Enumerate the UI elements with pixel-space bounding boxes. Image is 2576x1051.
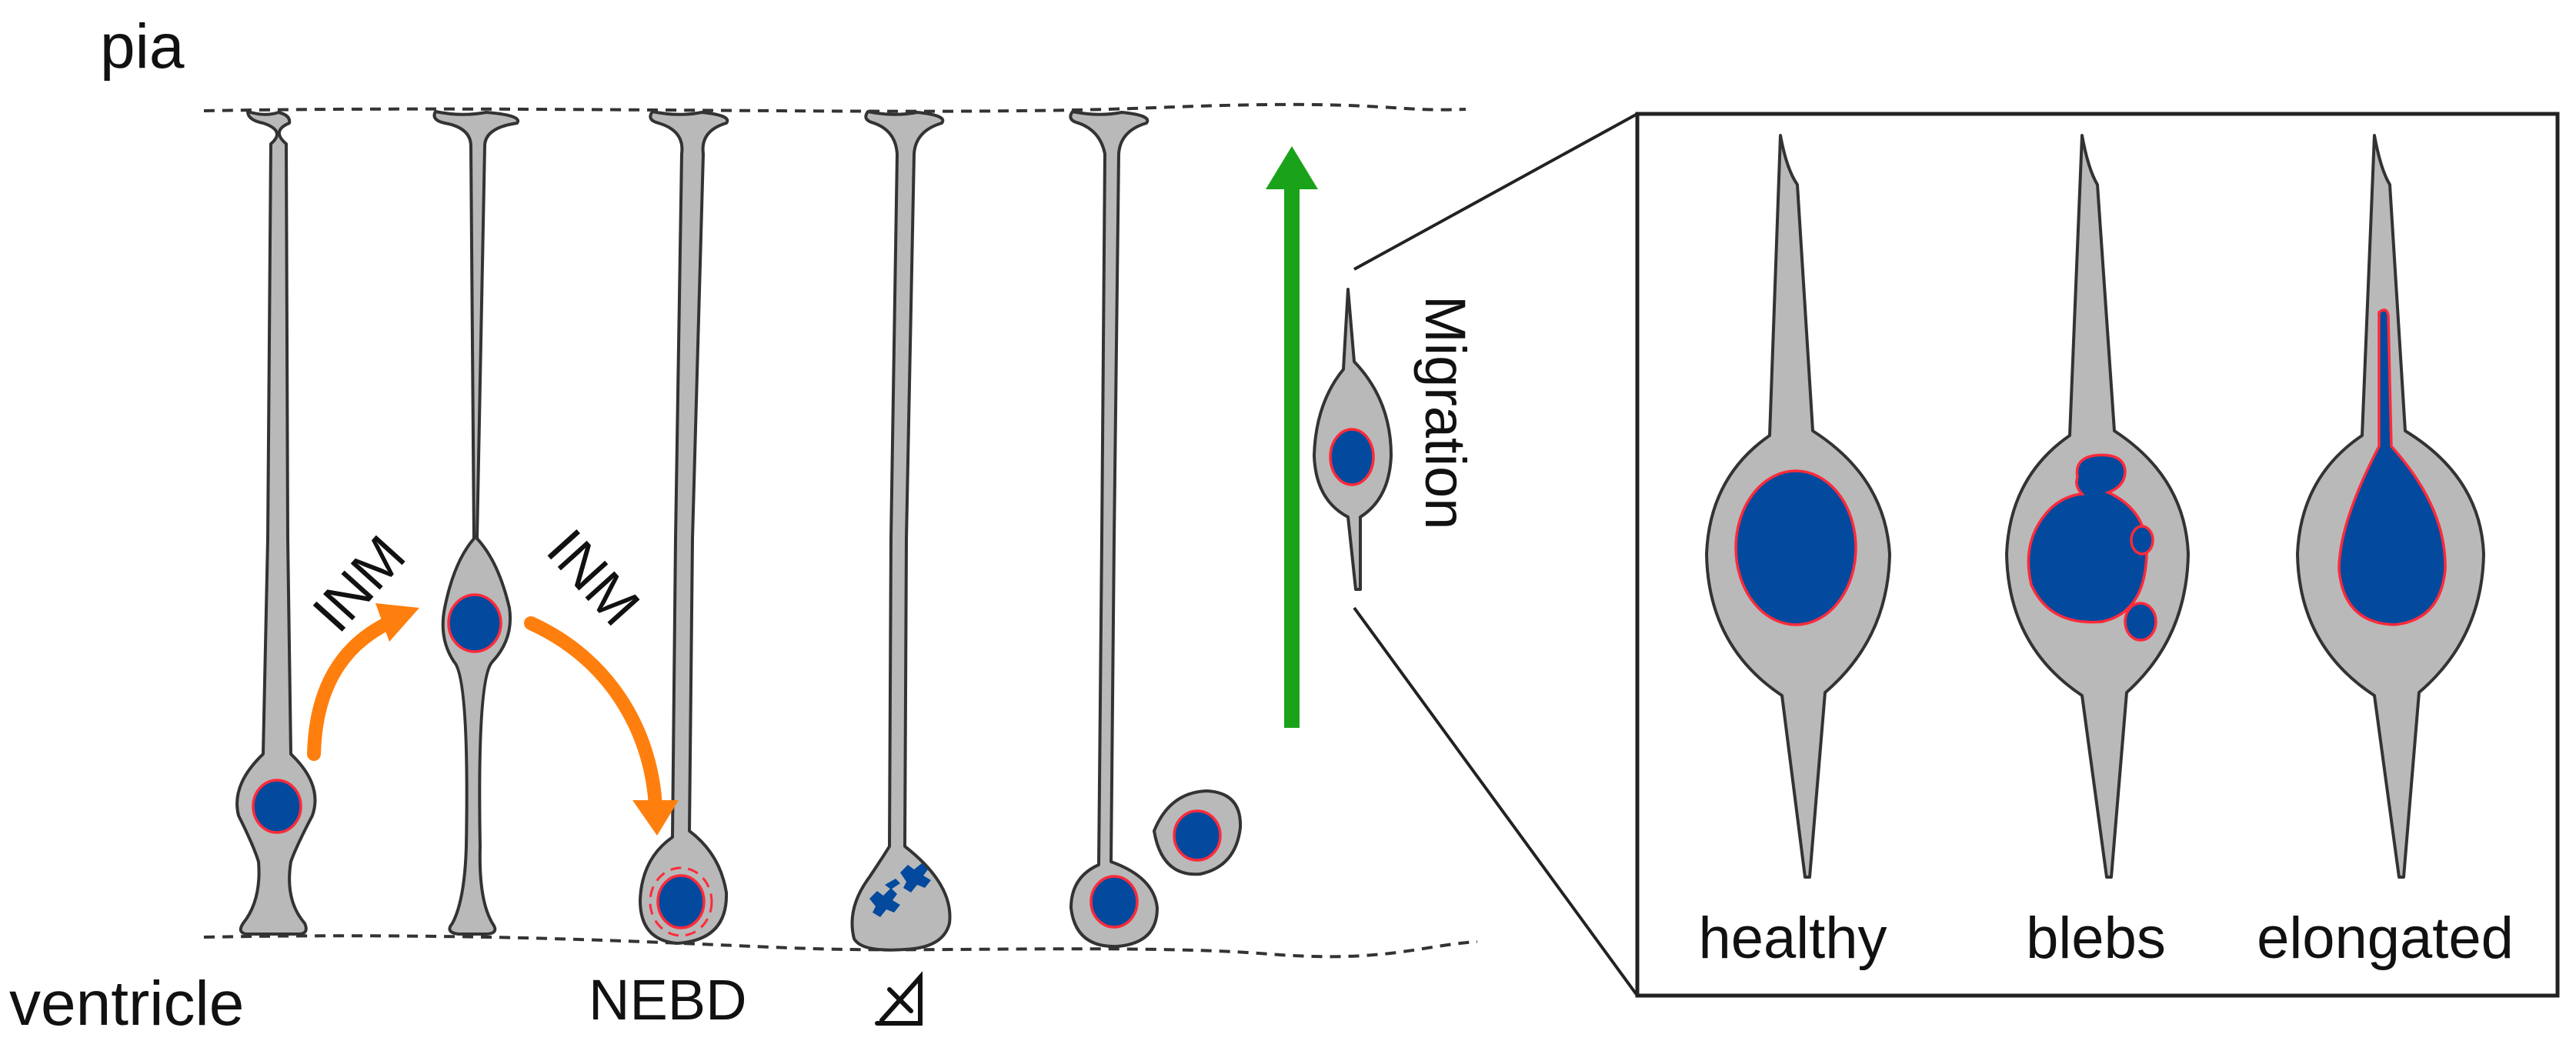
healthy-label: healthy bbox=[1698, 906, 1887, 971]
nebd-label: NEBD bbox=[589, 968, 747, 1032]
healthy-nucleus bbox=[1734, 469, 1857, 626]
pia-label: pia bbox=[100, 12, 185, 82]
nuclear-bleb-large bbox=[2124, 602, 2157, 642]
ventricle-boundary-line bbox=[203, 934, 1478, 959]
radial-glia-cell-2 bbox=[432, 110, 520, 936]
nucleus-3 bbox=[656, 874, 706, 929]
nucleus-7 bbox=[1329, 428, 1375, 486]
nucleus-1 bbox=[252, 779, 302, 834]
pia-boundary-line bbox=[203, 102, 1467, 113]
radial-glia-cell-3-nebd bbox=[639, 110, 729, 945]
blebs-neuron bbox=[2005, 134, 2190, 879]
nucleus-6 bbox=[1173, 809, 1222, 862]
healthy-neuron bbox=[1705, 134, 1891, 879]
elongated-label: elongated bbox=[2257, 906, 2514, 971]
radial-glia-cell-1 bbox=[235, 110, 317, 936]
detached-daughter-cell bbox=[1153, 789, 1243, 876]
radial-glia-cell-5 bbox=[1069, 110, 1159, 949]
migration-label: Migration bbox=[1413, 295, 1477, 529]
inm-label-2: INM bbox=[535, 517, 652, 637]
elongated-neuron bbox=[2296, 134, 2485, 879]
nucleus-2 bbox=[447, 593, 502, 653]
inm-arrow-1 bbox=[307, 603, 419, 761]
ventricle-label: ventricle bbox=[9, 969, 244, 1039]
dissolving-nuclear-envelope bbox=[649, 866, 713, 937]
inm-arrow-2 bbox=[524, 616, 679, 836]
elongated-nucleus bbox=[2337, 309, 2447, 626]
chromosomes-metaphase bbox=[869, 863, 931, 917]
radial-glia-cell-4-mitosis bbox=[850, 110, 952, 952]
mitosis-delta-icon bbox=[875, 971, 923, 1026]
zoom-connector-top bbox=[1353, 112, 1638, 271]
nuclear-bleb-small bbox=[2130, 525, 2154, 556]
migration-arrow bbox=[1266, 146, 1318, 728]
zoom-connector-bottom bbox=[1353, 606, 1639, 997]
nucleus-5 bbox=[1089, 875, 1139, 929]
migrating-neuron bbox=[1313, 288, 1393, 591]
blebbed-nucleus bbox=[2027, 453, 2148, 624]
blebs-label: blebs bbox=[2026, 906, 2166, 971]
